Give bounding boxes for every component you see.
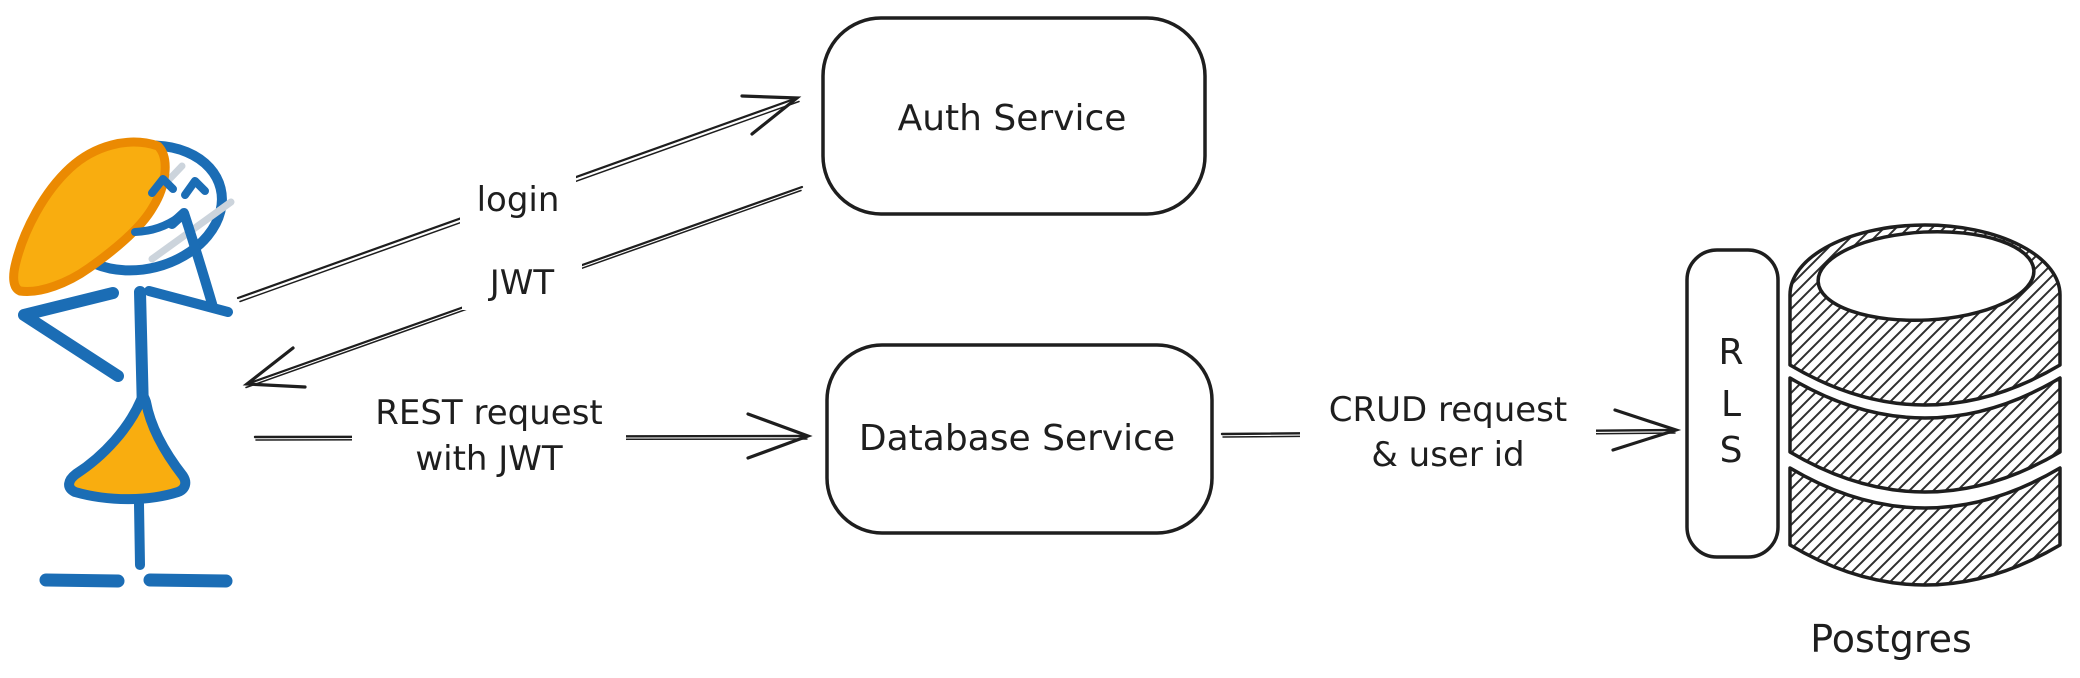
- cylinder-band-bottom: [1788, 466, 2062, 587]
- edge-login: login: [236, 94, 802, 303]
- user-arm-left: [18, 287, 124, 382]
- rest-label-line1: REST request: [375, 393, 603, 433]
- jwt-label: JWT: [488, 263, 555, 303]
- database-service-label: Database Service: [859, 418, 1175, 459]
- user-leg: [134, 499, 145, 570]
- cylinder-top-opening: [1816, 229, 2036, 323]
- node-database-service: Database Service: [825, 343, 1214, 535]
- node-auth-service: Auth Service: [821, 16, 1207, 216]
- user-eyes: [148, 175, 209, 199]
- edge-jwt: JWT: [242, 185, 804, 389]
- database-service-box: [825, 343, 1214, 535]
- postgres-caption: Postgres: [1810, 617, 1972, 661]
- edge-crud: CRUD request & user id: [1220, 378, 1682, 482]
- user-dress: [64, 391, 191, 505]
- node-rls: R L S: [1685, 248, 1780, 559]
- crud-label-bg: [1300, 378, 1596, 482]
- login-label: login: [477, 180, 560, 220]
- crud-label-line2: & user id: [1371, 435, 1524, 475]
- rest-arrowhead-icon: [746, 412, 813, 460]
- rls-letter-r: R: [1718, 332, 1743, 373]
- postgres-cylinder: [1788, 223, 2062, 587]
- rls-box: [1685, 248, 1780, 559]
- user-arm-right: [144, 208, 233, 317]
- rest-label-line2: with JWT: [415, 439, 563, 479]
- rls-letter-s: S: [1720, 430, 1743, 471]
- user-figure: [9, 137, 235, 588]
- auth-service-label: Auth Service: [898, 98, 1127, 139]
- crud-arrowhead-icon: [1611, 408, 1682, 452]
- jwt-arrowhead-icon: [242, 346, 307, 389]
- user-hair: [9, 137, 170, 296]
- login-arrowhead-icon: [740, 94, 802, 136]
- auth-service-box: [821, 16, 1207, 216]
- rest-label-bg: [352, 381, 626, 489]
- rls-letter-l: L: [1721, 384, 1741, 425]
- jwt-label-bg: [462, 252, 582, 310]
- crud-label-line1: CRUD request: [1329, 390, 1567, 430]
- login-label-bg: [460, 170, 576, 228]
- cylinder-band-middle: [1788, 376, 2062, 494]
- user-feet: [39, 573, 233, 588]
- edge-rest: REST request with JWT: [253, 381, 813, 489]
